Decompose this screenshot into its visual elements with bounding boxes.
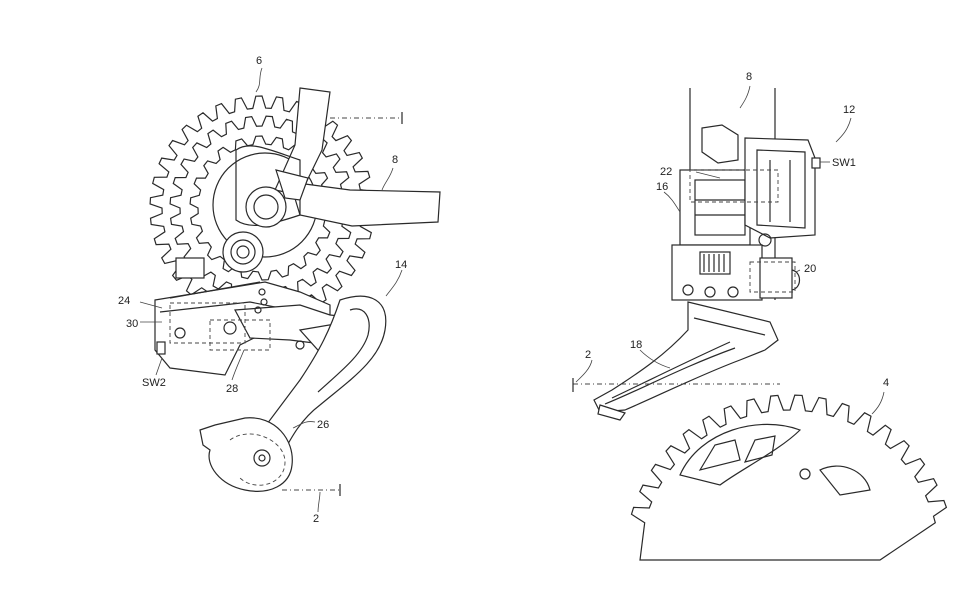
pivot-bolt [175,231,264,279]
label-axis-rear: 2 [313,513,319,525]
label-link: 28 [226,383,238,395]
chainring [630,394,948,561]
label-housing: 24 [118,295,130,307]
label-cassette: 6 [256,55,262,67]
label-chain-guide: 18 [630,339,642,351]
label-cage: 26 [317,419,329,431]
label-derailleur: 14 [395,259,407,271]
label-chainring: 4 [883,377,889,389]
label-battery: 20 [804,263,816,275]
label-axis-front: 2 [585,349,591,361]
label-base: 30 [126,318,138,330]
derailleur-mount [671,169,763,301]
label-mount: 16 [656,181,668,193]
battery [749,257,801,299]
front-derailleur-view: 8 12 SW1 22 16 20 2 18 4 [572,71,948,561]
label-frame: 8 [392,154,398,166]
label-switch-front: SW1 [832,157,856,169]
label-controller: 12 [843,104,855,116]
controller-box [744,137,821,247]
motor-outline [689,169,779,203]
derailleur-cage [199,295,387,492]
chain-guide [593,301,779,421]
rear-derailleur-view: 6 8 14 24 30 SW2 28 26 2 [118,55,441,525]
label-motor: 22 [660,166,672,178]
label-frame-front: 8 [746,71,752,83]
label-switch: SW2 [142,377,166,389]
rear-frame [235,87,441,228]
